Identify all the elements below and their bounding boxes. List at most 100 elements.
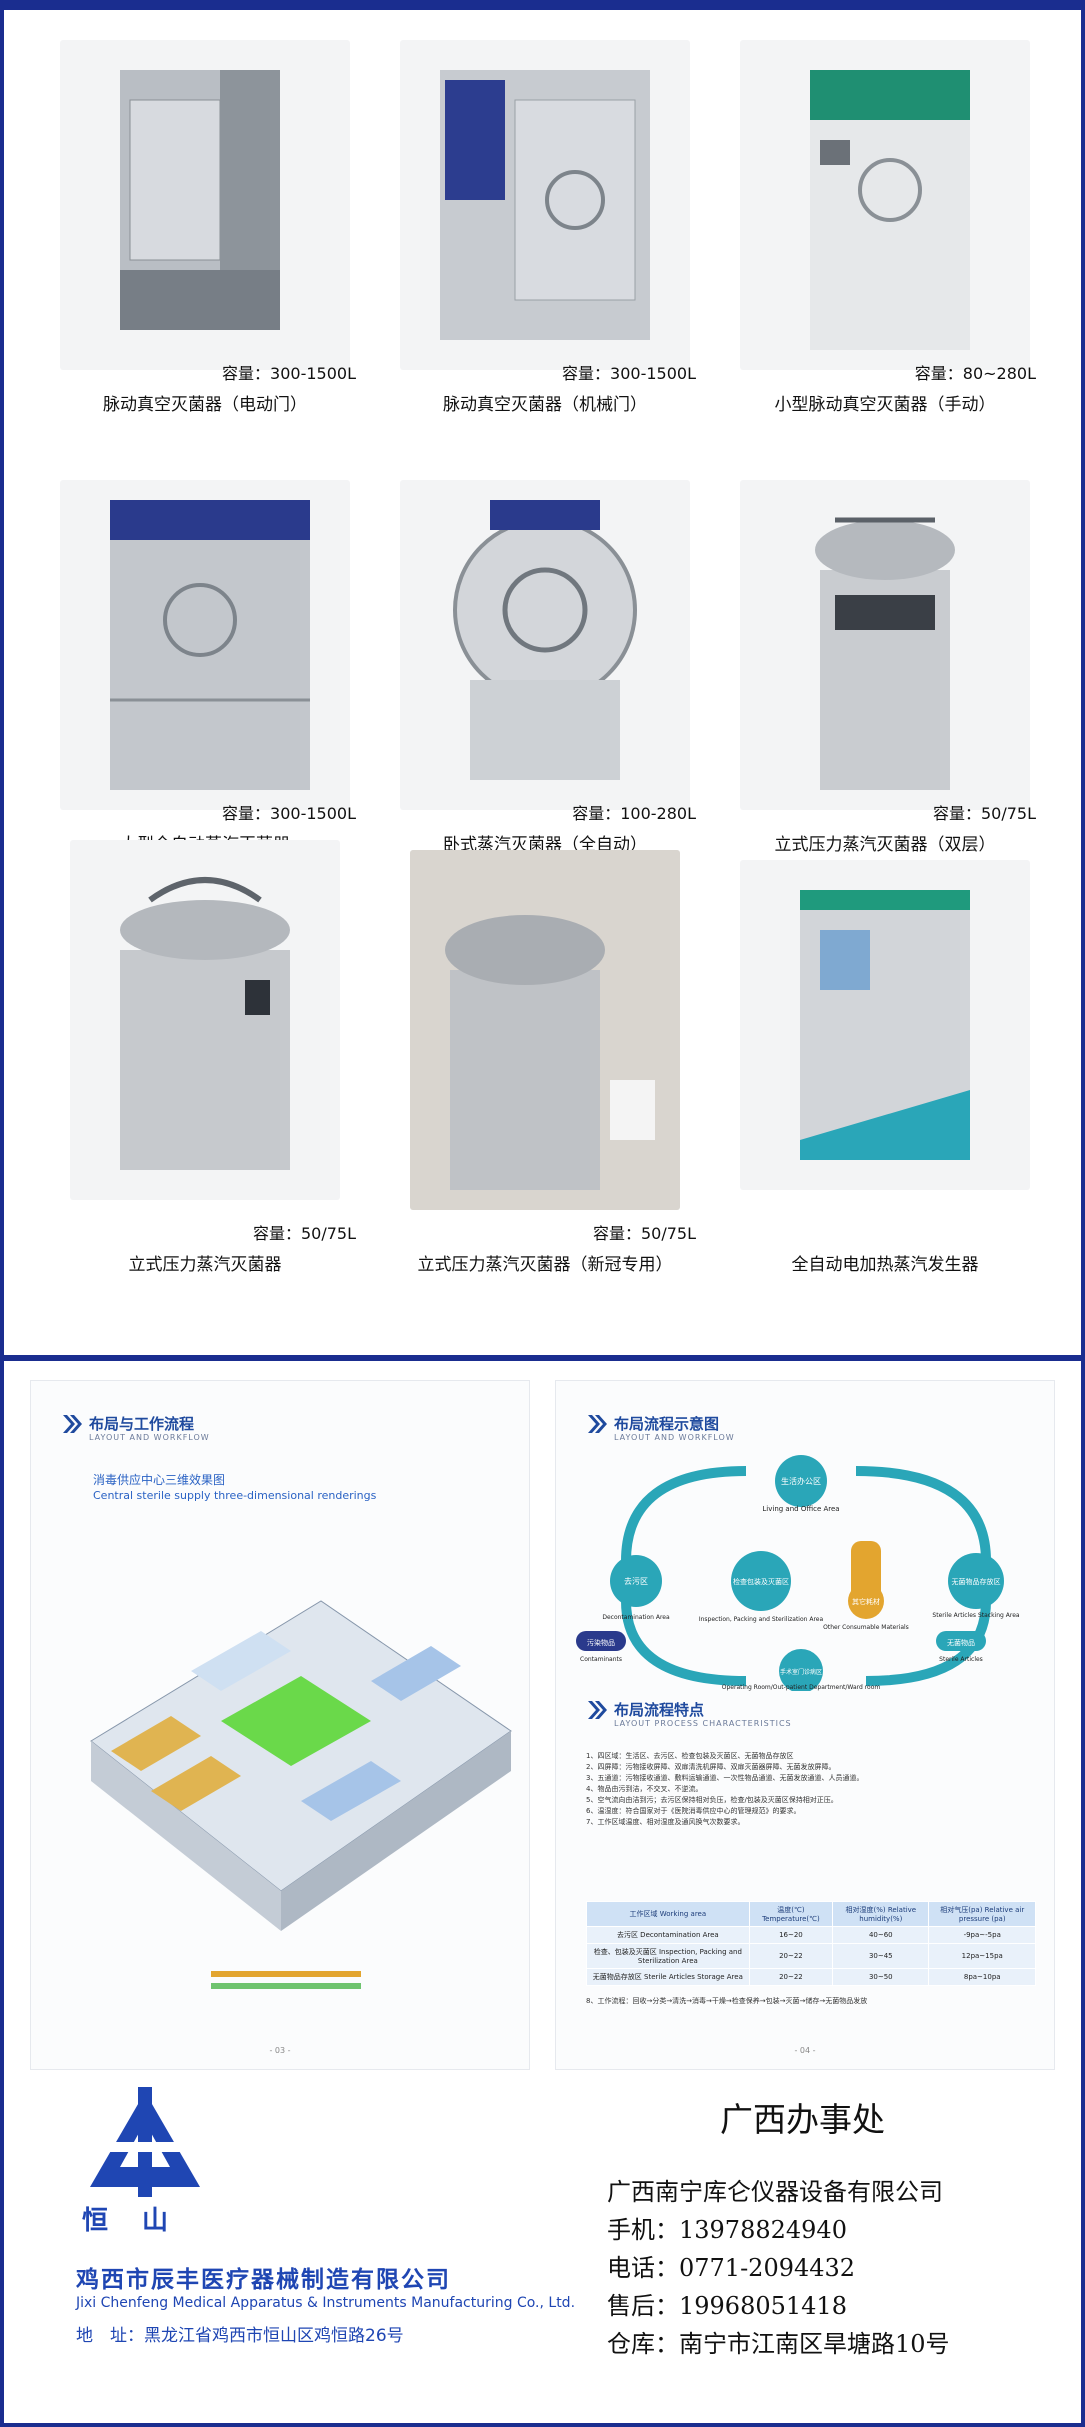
page-number: - 04 - <box>794 2046 816 2055</box>
table-cell: 检查、包装及灭菌区 Inspection, Packing and Steril… <box>586 1943 750 1969</box>
section-subheading: LAYOUT AND WORKFLOW <box>614 1433 735 1442</box>
office-mobile: 手机：13978824940 <box>607 2216 847 2244</box>
page-number: - 03 - <box>269 2046 291 2055</box>
flow-node-label: 无菌物品存放区 <box>952 1577 1001 1586</box>
capacity-label: 容量：80~280L <box>914 364 1036 383</box>
product-card[interactable]: 容量：50/75L 立式压力蒸汽灭菌器（新冠专用） <box>380 850 710 1320</box>
top-bar <box>0 0 1085 10</box>
product-card[interactable]: 容量：300-1500L 脉动真空灭菌器（机械门） <box>380 40 710 460</box>
note-line: 6、温湿度：符合国家对于《医院消毒供应中心的管理规范》的要求。 <box>586 1807 801 1815</box>
capacity-label: 容量：300-1500L <box>562 364 696 383</box>
product-photo <box>410 850 680 1210</box>
table-row: 检查、包装及灭菌区 Inspection, Packing and Steril… <box>586 1943 1036 1969</box>
flow-node-label: 污染物品 <box>587 1638 615 1647</box>
table-header: 相对湿度(%) Relative humidity(%) <box>832 1901 930 1927</box>
table-cell: 30~50 <box>832 1968 930 1986</box>
product-photo <box>400 40 690 370</box>
process-notes: 1、四区域：生活区、去污区、检查包装及灭菌区、无菌物品存放区 2、四屏障：污物接… <box>586 1751 1036 1828</box>
product-card[interactable]: 全自动电加热蒸汽发生器 <box>720 860 1050 1320</box>
product-card[interactable]: 容量：300-1500L 大型全自动蒸汽灭菌器 <box>40 480 370 900</box>
flow-node-label: Operating Room/Out-patient Department/Wa… <box>722 1684 881 1691</box>
product-name: 全自动电加热蒸汽发生器 <box>791 1255 979 1275</box>
table-cell: -9pa~-5pa <box>928 1926 1036 1944</box>
office-company: 广西南宁库仑仪器设备有限公司 <box>607 2178 943 2206</box>
environment-table: 工作区域 Working area 温度(℃) Temperature(℃) 相… <box>586 1901 1036 1986</box>
company-address: 地 址：黑龙江省鸡西市恒山区鸡恒路26号 <box>76 2326 404 2346</box>
footer: 恒山 鸡西市辰丰医疗器械制造有限公司 Jixi Chenfeng Medical… <box>30 2085 1055 2415</box>
table-cell: 12pa~15pa <box>928 1943 1036 1969</box>
flow-node-label: 其它耗材 <box>852 1597 880 1606</box>
isometric-floorplan <box>90 1600 512 1989</box>
capacity-label: 容量：100-280L <box>572 804 696 823</box>
company-name-en: Jixi Chenfeng Medical Apparatus & Instru… <box>76 2295 576 2311</box>
product-card[interactable]: 容量：50/75L 立式压力蒸汽灭菌器 <box>40 840 370 1320</box>
product-grid: 容量：300-1500L 脉动真空灭菌器（电动门） 容量：300-1500L 脉… <box>40 40 1050 1330</box>
capacity-label: 容量：300-1500L <box>222 804 356 823</box>
table-cell: 8pa~10pa <box>928 1968 1036 1986</box>
table-header: 相对气压(pa) Relative air pressure (pa) <box>928 1901 1036 1927</box>
note-line: 1、四区域：生活区、去污区、检查包装及灭菌区、无菌物品存放区 <box>586 1752 794 1760</box>
flow-node-label: 无菌物品 <box>947 1638 975 1647</box>
table-cell: 20~22 <box>748 1943 834 1969</box>
note-line: 3、五通道：污物接收通道、敷料运输通道、一次性物品通道、无菌发放通道、人员通道。 <box>586 1774 864 1782</box>
office-phone: 电话：0771-2094432 <box>607 2254 856 2282</box>
product-photo <box>60 40 350 370</box>
note-line: 4、物品由污到洁，不交叉、不逆流。 <box>586 1785 703 1793</box>
product-name: 立式压力蒸汽灭菌器（双层） <box>774 835 996 855</box>
product-photo <box>60 480 350 810</box>
office-warehouse: 仓库：南宁市江南区旱塘路10号 <box>607 2330 950 2358</box>
product-card[interactable]: 容量：50/75L 立式压力蒸汽灭菌器（双层） <box>720 480 1050 900</box>
section-subheading: LAYOUT PROCESS CHARACTERISTICS <box>614 1719 792 1728</box>
flow-node-label: Other Consumable Materials <box>823 1624 909 1631</box>
capacity-label: 容量：50/75L <box>932 804 1036 823</box>
product-card[interactable]: 容量：100-280L 卧式蒸汽灭菌器（全自动） <box>380 480 710 900</box>
flow-node-label: 去污区 <box>624 1576 648 1586</box>
product-name: 脉动真空灭菌器（电动门） <box>103 395 307 415</box>
product-photo <box>740 40 1030 370</box>
product-photo <box>70 840 340 1200</box>
section-heading: 布局流程特点 <box>614 1701 705 1719</box>
product-card[interactable]: 容量：300-1500L 脉动真空灭菌器（电动门） <box>40 40 370 460</box>
table-cell: 20~22 <box>748 1968 834 1986</box>
office-service: 售后：19968051418 <box>607 2292 847 2320</box>
flow-node-label: Contaminants <box>580 1656 622 1663</box>
company-logo-icon <box>90 2087 200 2197</box>
table-header: 温度(℃) Temperature(℃) <box>748 1901 834 1927</box>
chevron-right-icon <box>588 1415 607 1433</box>
flow-node-label: Decontamination Area <box>602 1614 670 1621</box>
note-line: 5、空气流向由洁到污；去污区保持相对负压，检查/包装及灭菌区保持相对正压。 <box>586 1796 838 1804</box>
product-card[interactable]: 容量：80~280L 小型脉动真空灭菌器（手动） <box>720 40 1050 460</box>
table-cell: 无菌物品存放区 Sterile Articles Storage Area <box>586 1968 750 1986</box>
section-subheading: LAYOUT AND WORKFLOW <box>89 1433 210 1442</box>
product-photo <box>400 480 690 810</box>
table-cell: 30~45 <box>832 1943 930 1969</box>
product-name: 脉动真空灭菌器（机械门） <box>443 395 647 415</box>
office-title: 广西办事处 <box>720 2100 885 2139</box>
table-cell: 去污区 Decontamination Area <box>586 1926 750 1944</box>
table-cell: 40~60 <box>832 1926 930 1944</box>
chevron-right-icon <box>63 1415 82 1433</box>
flow-node-label: Inspection, Packing and Sterilization Ar… <box>699 1616 824 1623</box>
capacity-label: 容量：300-1500L <box>222 364 356 383</box>
layout-brochure: 布局与工作流程 LAYOUT AND WORKFLOW 消毒供应中心三维效果图 … <box>30 1380 1055 2070</box>
product-photo <box>740 860 1030 1190</box>
section-heading: 布局流程示意图 <box>614 1415 720 1433</box>
flow-node-label: 检查包装及灭菌区 <box>733 1577 789 1586</box>
brochure-page-right: 布局流程示意图 LAYOUT AND WORKFLOW Living and O… <box>555 1380 1055 2070</box>
capacity-label: 容量：50/75L <box>252 1224 356 1243</box>
brochure-page-left: 布局与工作流程 LAYOUT AND WORKFLOW 消毒供应中心三维效果图 … <box>30 1380 530 2070</box>
note-line: 2、四屏障：污物接收屏障、双扉清洗机屏障、双扉灭菌器屏障、无菌发放屏障。 <box>586 1763 836 1771</box>
render-title: 消毒供应中心三维效果图 <box>93 1473 226 1487</box>
flow-node-label: 生活办公区 <box>781 1476 821 1486</box>
flow-node-label: Living and Office Area <box>762 1505 839 1513</box>
workflow-line: 8、工作流程：回收→分类→清洗→消毒→干燥→检查保养→包装→灭菌→储存→无菌物品… <box>586 1997 868 2005</box>
flow-node-label: 手术室门诊病区 <box>780 1668 822 1676</box>
flow-node-label: Sterile Articles <box>939 1656 983 1663</box>
flow-node-label: Sterile Articles Stacking Area <box>932 1612 1019 1619</box>
office-contact: 广西南宁库仑仪器设备有限公司 手机：13978824940 电话：0771-20… <box>607 2173 950 2363</box>
section-heading: 布局与工作流程 <box>89 1415 195 1433</box>
chevron-right-icon <box>588 1701 607 1719</box>
capacity-label: 容量：50/75L <box>592 1224 696 1243</box>
product-name: 立式压力蒸汽灭菌器（新冠专用） <box>417 1255 673 1275</box>
table-cell: 16~20 <box>748 1926 834 1944</box>
